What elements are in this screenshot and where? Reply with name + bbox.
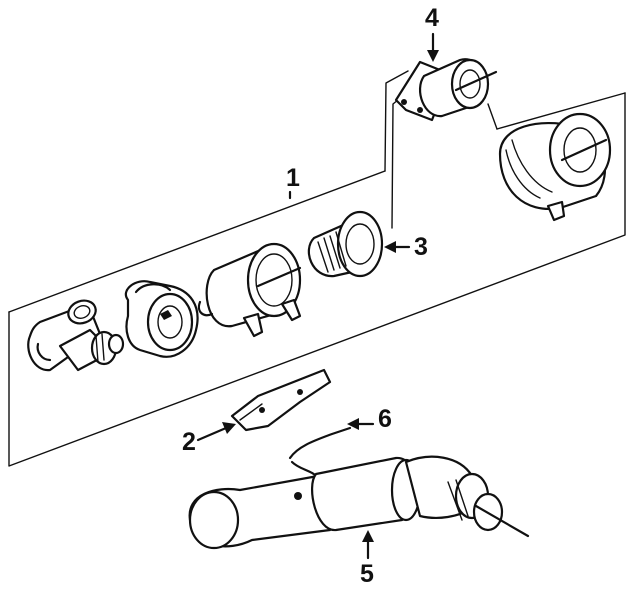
- lower-assembly: [188, 455, 530, 550]
- bracket-socket: [394, 58, 498, 122]
- callout-2: 2: [182, 428, 196, 456]
- left-boot-tube: [27, 299, 102, 372]
- large-cap-housing: [498, 112, 612, 222]
- socket-shroud: [124, 280, 199, 358]
- callout-arrows: [196, 32, 439, 560]
- callout-1: 1: [286, 164, 300, 192]
- callout-3: 3: [414, 233, 428, 261]
- callout-6: 6: [378, 405, 392, 433]
- cylinder-housing: [197, 242, 302, 338]
- assembly-box-outline: [8, 70, 626, 467]
- small-connector: [58, 328, 125, 372]
- mounting-bracket: [230, 368, 332, 432]
- callout-4: 4: [425, 4, 439, 32]
- callout-5: 5: [360, 560, 374, 588]
- ribbed-bulb: [307, 210, 384, 278]
